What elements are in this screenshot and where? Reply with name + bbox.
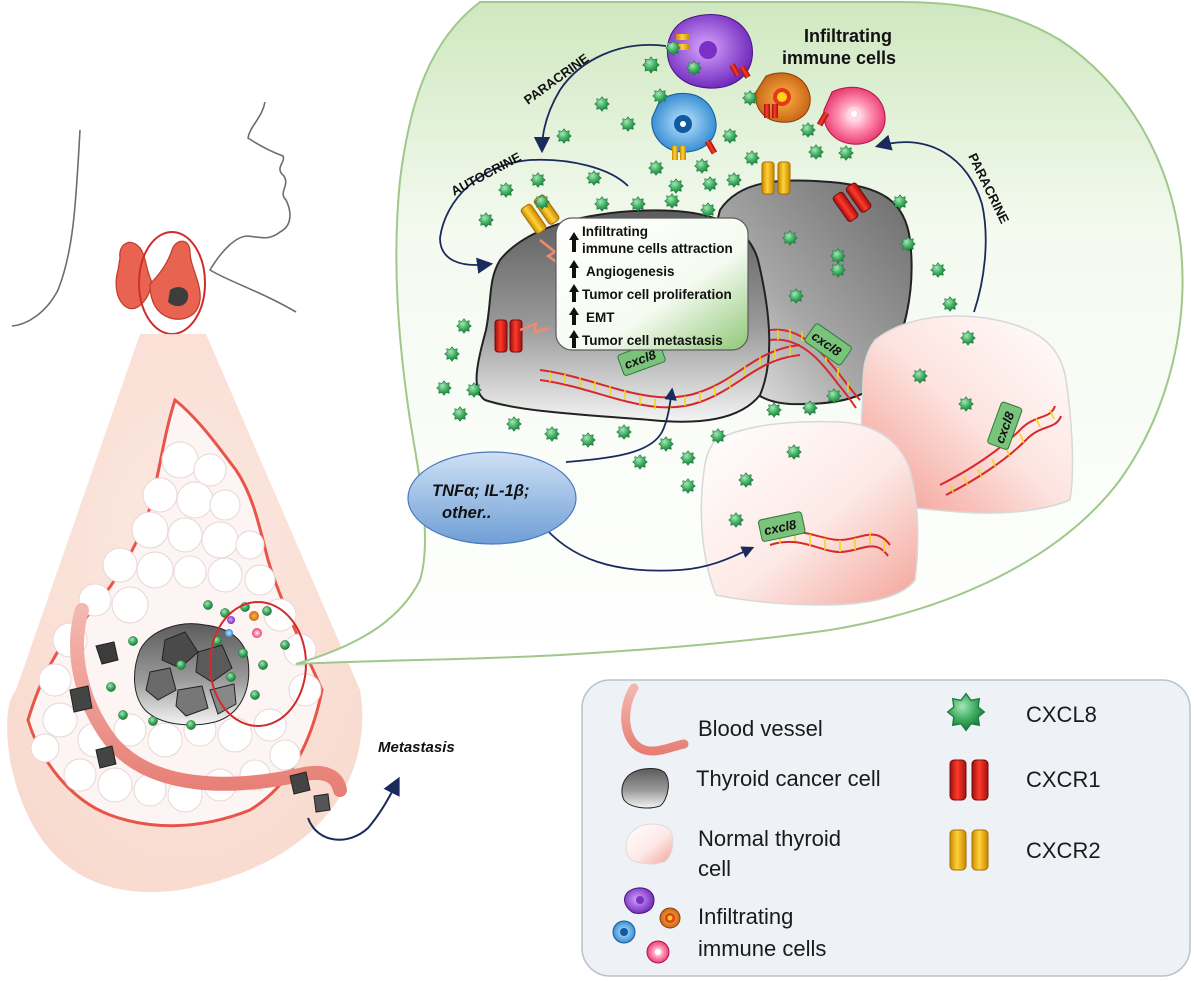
effect-item: EMT [586, 310, 615, 325]
legend-panel: Blood vessel Thyroid cancer cell Normal … [581, 679, 1191, 977]
stimuli-arrow-right [539, 521, 755, 572]
normal-thyroid-cells-zoom [700, 315, 1074, 606]
gene-label: cxcl8 [763, 517, 799, 539]
legend-cxcr1-label: CXCR1 [1026, 767, 1101, 792]
immune-cells-title: immune cells [782, 48, 896, 68]
legend-cancer-cell-label: Thyroid cancer cell [696, 766, 881, 791]
effect-item: Infiltrating [582, 224, 648, 239]
legend-immune-cells-label: Infiltrating [698, 904, 793, 929]
legend-blood-vessel-label: Blood vessel [698, 716, 823, 741]
follicle-cells [30, 441, 322, 813]
legend-normal-cell-label: cell [698, 856, 731, 881]
legend-blood-vessel-icon [621, 683, 689, 756]
stimuli-arrow-up [565, 387, 677, 463]
cxcr1-receptor [494, 319, 523, 353]
legend-cancer-cell-icon [621, 768, 669, 809]
blood-vessel [70, 603, 347, 797]
stimuli-text: other.. [442, 504, 492, 522]
cxcr1-receptor [832, 182, 872, 222]
legend-cxcl8-icon [947, 693, 985, 731]
thyroid-gland [115, 231, 206, 335]
effect-item: Tumor cell proliferation [582, 287, 732, 302]
legend-normal-cell-icon [625, 823, 674, 865]
effect-item: Tumor cell metastasis [582, 333, 723, 348]
metastasis-arrow [307, 776, 400, 841]
cxcr2-receptor [761, 161, 791, 195]
autocrine-arrow [439, 158, 629, 274]
tissue-immune-cells [225, 611, 262, 638]
legend-immune-cells-icon [612, 887, 681, 964]
dna-strand-left [539, 344, 801, 409]
immune-cell-pink [816, 86, 886, 145]
immune-cell-orange [755, 72, 811, 123]
metastasis-label: Metastasis [378, 739, 455, 756]
signaling-arrows [439, 44, 987, 572]
legend-cxcr2-icon [949, 829, 989, 871]
legend-cxcl8-label: CXCL8 [1026, 702, 1097, 727]
legend-normal-cell-label: Normal thyroid [698, 826, 841, 851]
immune-cell-blue [651, 92, 718, 160]
effects-arrows [569, 232, 579, 348]
dna-strands [539, 328, 1062, 557]
thyroid-tissue-section [26, 397, 347, 828]
immune-cell-purple [666, 14, 753, 89]
cxcr-receptors-zoom [494, 161, 872, 353]
effects-box: Infiltrating immune cells attraction Ang… [555, 217, 749, 351]
paracrine-arrow-left [533, 44, 667, 154]
legend-cxcr1-icon [949, 759, 989, 801]
immune-cells-zoom [651, 14, 886, 160]
paracrine-arrow-right [874, 134, 987, 313]
tumor-mass [69, 623, 331, 813]
neck-silhouette [11, 101, 297, 327]
stimuli-text: TNFα; IL-1β; [432, 482, 529, 500]
legend-cxcr2-label: CXCR2 [1026, 838, 1101, 863]
immune-cells-title: Infiltrating [804, 26, 892, 46]
effect-item: Angiogenesis [586, 264, 675, 279]
effect-item: immune cells attraction [582, 241, 733, 256]
normal-cell-bottom [700, 420, 919, 606]
legend-immune-cells-label: immune cells [698, 936, 826, 961]
dna-strand-normal-right [939, 405, 1062, 496]
stimuli-ellipse: TNFα; IL-1β; other.. [407, 451, 577, 545]
